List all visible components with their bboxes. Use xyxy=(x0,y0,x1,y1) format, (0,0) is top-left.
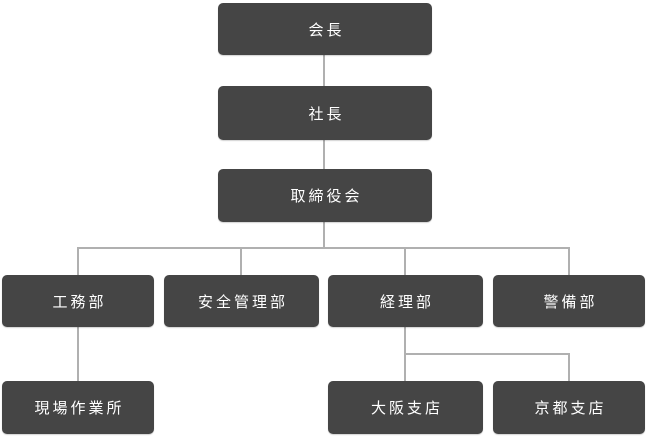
org-node-accounting-dept: 経理部 xyxy=(328,275,483,327)
connector-drop-kyoto xyxy=(568,354,570,381)
org-node-safety-management-dept: 安全管理部 xyxy=(164,275,319,327)
org-node-engineering-dept: 工務部 xyxy=(2,275,154,327)
connector-drop-osaka xyxy=(404,354,406,381)
connector-engineering-site xyxy=(77,327,79,381)
connector-drop-engineering xyxy=(77,248,79,275)
connector-departments-horizontal xyxy=(77,247,570,249)
org-node-security-dept: 警備部 xyxy=(493,275,645,327)
connector-board-stem xyxy=(323,222,325,248)
connector-drop-accounting xyxy=(404,248,406,275)
connector-president-board xyxy=(323,140,325,169)
org-node-kyoto-branch: 京都支店 xyxy=(493,381,645,434)
org-node-chairman: 会長 xyxy=(218,3,432,55)
org-node-board-of-directors: 取締役会 xyxy=(218,169,432,222)
connector-chairman-president xyxy=(323,55,325,86)
org-node-president: 社長 xyxy=(218,86,432,140)
connector-drop-safety xyxy=(240,248,242,275)
connector-drop-security xyxy=(568,248,570,275)
connector-accounting-stem xyxy=(404,327,406,354)
org-node-osaka-branch: 大阪支店 xyxy=(328,381,483,434)
connector-branches-horizontal xyxy=(404,353,570,355)
org-node-site-office: 現場作業所 xyxy=(2,381,154,434)
